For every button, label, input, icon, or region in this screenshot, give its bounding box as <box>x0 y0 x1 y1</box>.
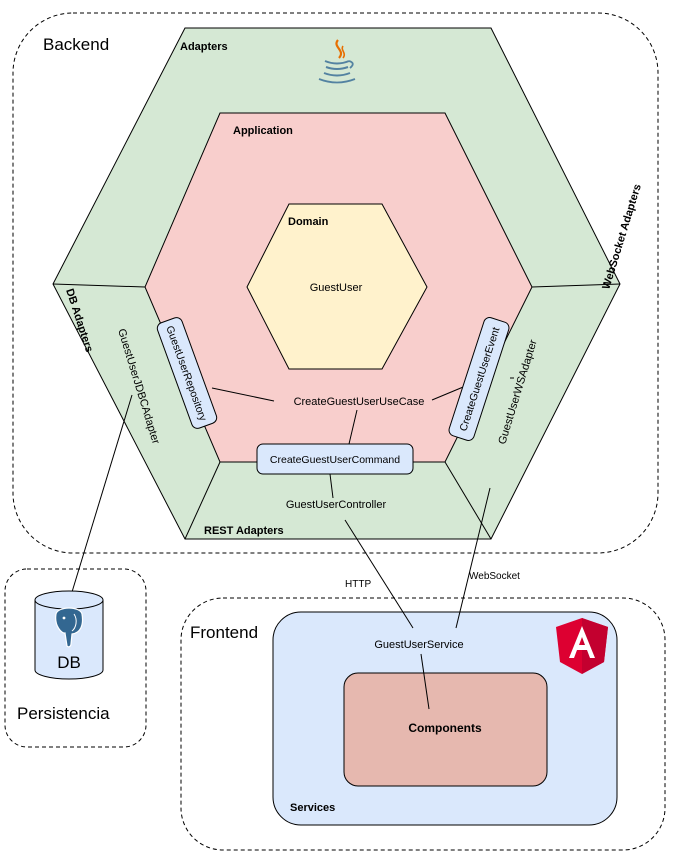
usecase-to-repository-line <box>211 387 275 402</box>
websocket-line <box>455 487 491 629</box>
domain-entity: GuestUser <box>310 282 363 294</box>
backend-frame <box>12 12 659 554</box>
components-box <box>343 672 548 787</box>
postgresql-elephant-icon <box>55 607 84 648</box>
rest-right-separator <box>444 461 492 540</box>
backend-title: Backend <box>43 35 109 54</box>
domain-hexagon <box>246 203 428 370</box>
usecase-to-event-line <box>431 384 469 401</box>
frontend-title: Frontend <box>190 623 258 642</box>
controller-label: GuestUserController <box>286 499 387 511</box>
rest-adapters-label: REST Adapters <box>204 525 284 537</box>
websocket-adapters-label: WebSocket Adapters <box>600 183 643 291</box>
command-port: CreateGuestUserCommand <box>256 443 414 475</box>
rest-left-separator <box>184 461 221 540</box>
components-label: Components <box>408 721 482 735</box>
use-case-label: CreateGuestUserUseCase <box>294 396 425 408</box>
persistence-frame <box>4 568 147 748</box>
frontend-frame <box>180 597 666 851</box>
usecase-to-command-line <box>348 409 358 445</box>
adapters-label: Adapters <box>180 41 228 53</box>
angular-icon <box>556 618 608 674</box>
persistence-title: Persistencia <box>17 704 110 723</box>
services-label: Services <box>290 802 335 814</box>
application-label: Application <box>233 125 293 137</box>
http-line <box>344 519 414 629</box>
jdbc-to-db-line <box>71 394 133 593</box>
command-to-controller-line <box>329 473 334 499</box>
domain-label: Domain <box>288 216 329 228</box>
java-icon <box>318 39 356 84</box>
db-label: DB <box>57 653 81 672</box>
service-label: GuestUserService <box>374 639 463 651</box>
service-to-components-line <box>420 653 430 710</box>
ws-separator <box>531 283 621 288</box>
http-label: HTTP <box>345 579 371 590</box>
websocket-label: WebSocket <box>469 571 520 582</box>
db-separator <box>52 283 146 288</box>
command-port-label: CreateGuestUserCommand <box>270 454 400 466</box>
